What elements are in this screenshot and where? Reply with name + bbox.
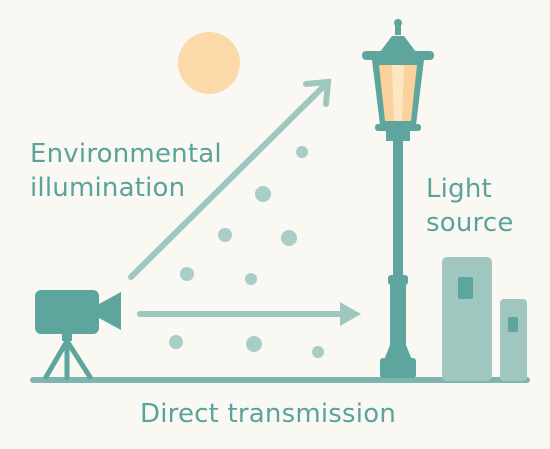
light-source-label: Light source — [426, 172, 514, 240]
particle — [296, 146, 308, 158]
light-label-line2: source — [426, 208, 514, 238]
environmental-label-line1: Environmental — [30, 139, 222, 169]
direct-transmission-label: Direct transmission — [140, 399, 397, 429]
particle — [246, 336, 262, 352]
particle — [180, 267, 194, 281]
scatter-particles — [169, 146, 324, 358]
building-short — [500, 299, 527, 381]
street-lamp-icon — [362, 19, 434, 378]
particle — [245, 273, 257, 285]
sun-icon — [178, 32, 240, 94]
particle — [169, 335, 183, 349]
camera-icon — [35, 290, 121, 381]
environmental-arrow — [128, 78, 332, 280]
particle — [312, 346, 324, 358]
light-label-line1: Light — [426, 174, 492, 204]
direct-arrow — [137, 302, 361, 326]
particle — [218, 228, 232, 242]
particle — [255, 186, 271, 202]
building-tall — [442, 257, 492, 381]
ground-line — [30, 377, 530, 383]
environmental-illumination-label: Environmental illumination — [30, 137, 222, 205]
particle — [281, 230, 297, 246]
environmental-label-line2: illumination — [30, 173, 186, 203]
